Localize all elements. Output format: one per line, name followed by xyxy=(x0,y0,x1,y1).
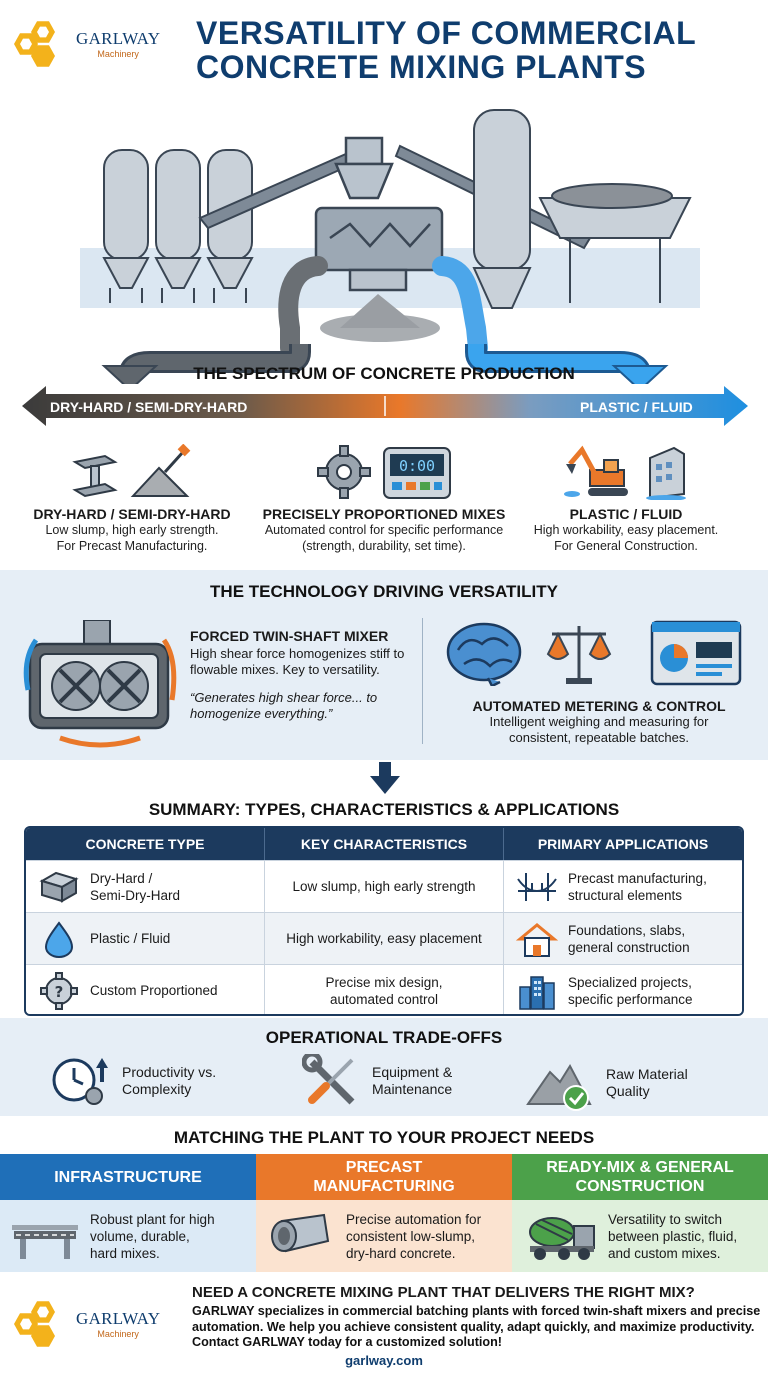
city-buildings-icon xyxy=(519,975,555,1010)
mixer-text: FORCED TWIN-SHAFT MIXER High shear force… xyxy=(190,628,410,722)
technology-title: THE TECHNOLOGY DRIVING VERSATILITY xyxy=(210,582,558,601)
table-header: CONCRETE TYPE KEY CHARACTERISTICS PRIMAR… xyxy=(26,828,742,860)
house-icon xyxy=(516,922,558,957)
right-curve-arrow-icon xyxy=(465,344,669,384)
spectrum-bar xyxy=(22,386,748,426)
website-link[interactable]: garlway.com xyxy=(345,1353,423,1368)
steel-beam-icon xyxy=(72,454,118,498)
mixer-title: FORCED TWIN-SHAFT MIXER xyxy=(190,628,389,644)
mixer-truck-icon xyxy=(529,1217,595,1260)
concrete-block-icon xyxy=(39,871,79,903)
svg-text:0:00: 0:00 xyxy=(399,457,435,475)
material-check-icon xyxy=(526,1063,592,1111)
cta-body: GARLWAY specializes in commercial batchi… xyxy=(192,1304,761,1349)
tradeoffs-section: OPERATIONAL TRADE-OFFS Productivity vs.C… xyxy=(0,1018,768,1116)
page-title: VERSATILITY OF COMMERCIAL CONCRETE MIXIN… xyxy=(196,15,697,85)
trowel-pile-icon xyxy=(130,444,191,497)
cta-title: NEED A CONCRETE MIXING PLANT THAT DELIVE… xyxy=(192,1284,695,1301)
twin-shaft-mixer-icon xyxy=(23,620,177,748)
brain-icon xyxy=(446,622,522,686)
spectrum-left-label: DRY-HARD / SEMI-DRY-HARD xyxy=(50,399,248,415)
header-logo: GARLWAY Machinery xyxy=(14,18,160,70)
building-icon xyxy=(646,446,686,500)
cta-section: GARLWAY Machinery NEED A CONCRETE MIXING… xyxy=(0,1276,768,1376)
dashboard-icon xyxy=(650,620,742,686)
clock-gear-icon xyxy=(52,1058,108,1105)
logo-sub: Machinery xyxy=(97,48,139,59)
table-row: Dry-Hard /Semi-Dry-Hard Low slump, high … xyxy=(26,860,742,912)
left-curve-arrow-icon xyxy=(101,344,311,384)
spectrum-right-label: PLASTIC / FLUID xyxy=(580,399,693,415)
matching-title: MATCHING THE PLANT TO YOUR PROJECT NEEDS xyxy=(173,1128,595,1147)
table-row: ? Custom Proportioned Precise mix design… xyxy=(26,964,742,1014)
logo-hex-icon xyxy=(14,18,76,70)
gear-icon xyxy=(317,445,371,499)
mixer-desc: High shear force homogenizes stiff to fl… xyxy=(190,646,405,677)
concrete-pipe-icon xyxy=(271,1213,330,1253)
svg-text:?: ? xyxy=(55,983,64,1001)
tradeoff-equipment: Equipment &Maintenance xyxy=(302,1054,452,1108)
plant-illustration xyxy=(80,109,700,384)
automation-text: AUTOMATED METERING & CONTROL Intelligent… xyxy=(430,698,768,746)
footer-logo: GARLWAY Machinery xyxy=(14,1298,160,1350)
gear-question-icon: ? xyxy=(40,971,78,1010)
summary-title: SUMMARY: TYPES, CHARACTERISTICS & APPLIC… xyxy=(148,800,620,819)
wrench-screwdriver-icon xyxy=(302,1054,355,1105)
mixer-quote: “Generates high shear force... to homoge… xyxy=(190,690,378,721)
summary-table: CONCRETE TYPE KEY CHARACTERISTICS PRIMAR… xyxy=(24,826,744,1016)
spectrum-title: THE SPECTRUM OF CONCRETE PRODUCTION xyxy=(193,364,575,383)
silo-icon xyxy=(102,149,254,303)
spectrum-col-proportioned: 0:00 PRECISELY PROPORTIONED MIXES Automa… xyxy=(254,428,514,554)
logo-brand: GARLWAY xyxy=(76,28,161,48)
excavator-icon xyxy=(564,445,628,497)
automation-title: AUTOMATED METERING & CONTROL xyxy=(472,698,726,714)
scale-icon xyxy=(546,626,612,684)
bridge-icon xyxy=(517,872,557,901)
timer-display-icon: 0:00 xyxy=(383,447,451,499)
water-drop-icon xyxy=(44,920,74,958)
logo-hex-icon xyxy=(14,1298,76,1350)
tradeoffs-title: OPERATIONAL TRADE-OFFS xyxy=(265,1028,503,1047)
down-arrow-icon xyxy=(370,762,400,794)
spectrum-col-dry: DRY-HARD / SEMI-DRY-HARD Low slump, high… xyxy=(2,428,262,554)
technology-section: THE TECHNOLOGY DRIVING VERSATILITY FORCE… xyxy=(0,570,768,760)
tradeoff-productivity: Productivity vs.Complexity xyxy=(50,1054,216,1108)
highway-icon xyxy=(12,1225,78,1259)
table-row: Plastic / Fluid High workability, easy p… xyxy=(26,912,742,964)
tech-divider xyxy=(422,618,423,744)
spectrum-col-plastic: PLASTIC / FLUID High workability, easy p… xyxy=(496,428,756,554)
